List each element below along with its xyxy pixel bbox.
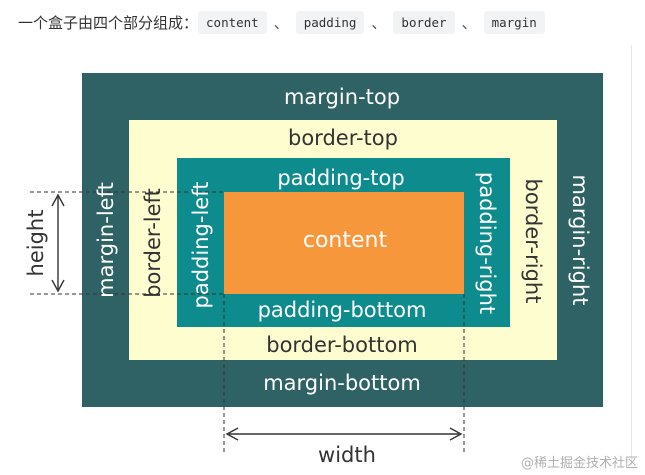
height-label: height — [24, 210, 48, 277]
border-right-label: border-right — [521, 179, 545, 304]
border-top-label: border-top — [288, 126, 398, 150]
padding-left-label: padding-left — [189, 182, 213, 309]
code-border: border — [393, 10, 455, 34]
margin-bottom-label: margin-bottom — [263, 371, 421, 395]
width-label: width — [318, 443, 376, 467]
scroll-divider — [631, 45, 632, 465]
padding-top-label: padding-top — [277, 166, 404, 190]
margin-right-label: margin-right — [568, 175, 592, 306]
margin-top-label: margin-top — [284, 85, 400, 109]
border-bottom-label: border-bottom — [266, 333, 418, 357]
watermark: @稀土掘金技术社区 — [521, 456, 639, 471]
separator: 、 — [461, 13, 477, 32]
padding-right-label: padding-right — [475, 172, 499, 314]
height-arrow — [51, 193, 65, 293]
margin-left-label: margin-left — [94, 182, 118, 298]
code-padding: padding — [295, 10, 365, 34]
width-guides — [223, 294, 465, 452]
border-left-label: border-left — [141, 188, 165, 298]
separator: 、 — [273, 13, 289, 32]
padding-bottom-label: padding-bottom — [258, 298, 427, 322]
separator: 、 — [371, 13, 387, 32]
intro-text: 一个盒子由四个部分组成： — [18, 13, 199, 32]
height-guides — [30, 191, 224, 295]
code-margin: margin — [483, 10, 545, 34]
code-content: content — [198, 10, 267, 34]
width-arrow — [225, 427, 463, 441]
content-box — [224, 192, 464, 294]
intro-line: 一个盒子由四个部分组成： content 、 padding 、 border … — [18, 8, 545, 36]
content-label: content — [303, 228, 388, 253]
